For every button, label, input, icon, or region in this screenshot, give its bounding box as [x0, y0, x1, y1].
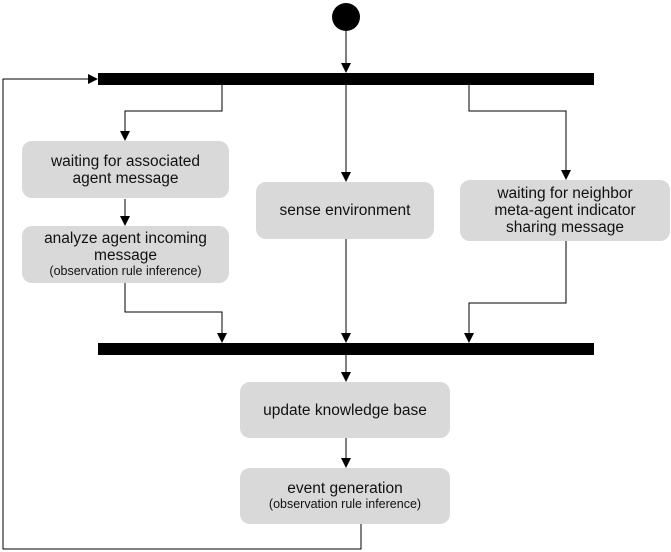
- node-label-line-3: sharing message: [505, 219, 625, 236]
- join-bar: [98, 343, 594, 355]
- node-sense-environment: sense environment: [256, 182, 434, 239]
- edge-loop-back: [2, 74, 362, 550]
- edge-analyze-to-join: [124, 283, 227, 343]
- edge-waiting-neighbor-to-join: [464, 241, 567, 343]
- node-label-sub: (observation rule inference): [268, 497, 422, 511]
- node-label-line-1: update knowledge base: [263, 401, 427, 419]
- node-analyze-agent-message: analyze agent incoming message (observat…: [22, 226, 229, 283]
- node-label-line-2: meta-agent indicator: [494, 202, 636, 219]
- node-update-knowledge-base: update knowledge base: [240, 382, 450, 438]
- node-label-sub: (observation rule inference): [49, 264, 202, 278]
- node-label-line-1: analyze agent incoming: [44, 230, 207, 247]
- node-label-line-1: waiting for neighbor: [497, 185, 633, 202]
- edge-fork-to-waiting-neighbor: [468, 85, 571, 180]
- node-label-line-2: agent message: [72, 169, 179, 187]
- node-event-generation: event generation (observation rule infer…: [240, 468, 450, 524]
- node-label-line-1: sense environment: [279, 202, 411, 219]
- node-label-line-2: message: [94, 247, 157, 264]
- start-node: [332, 3, 360, 31]
- node-waiting-associated-message: waiting for associated agent message: [22, 141, 229, 198]
- node-waiting-neighbor-message: waiting for neighbor meta-agent indicato…: [460, 180, 670, 241]
- node-label-line-1: event generation: [287, 480, 403, 497]
- edge-fork-to-waiting-associated: [120, 85, 223, 141]
- fork-bar: [98, 73, 594, 85]
- node-label-line-1: waiting for associated: [50, 152, 201, 170]
